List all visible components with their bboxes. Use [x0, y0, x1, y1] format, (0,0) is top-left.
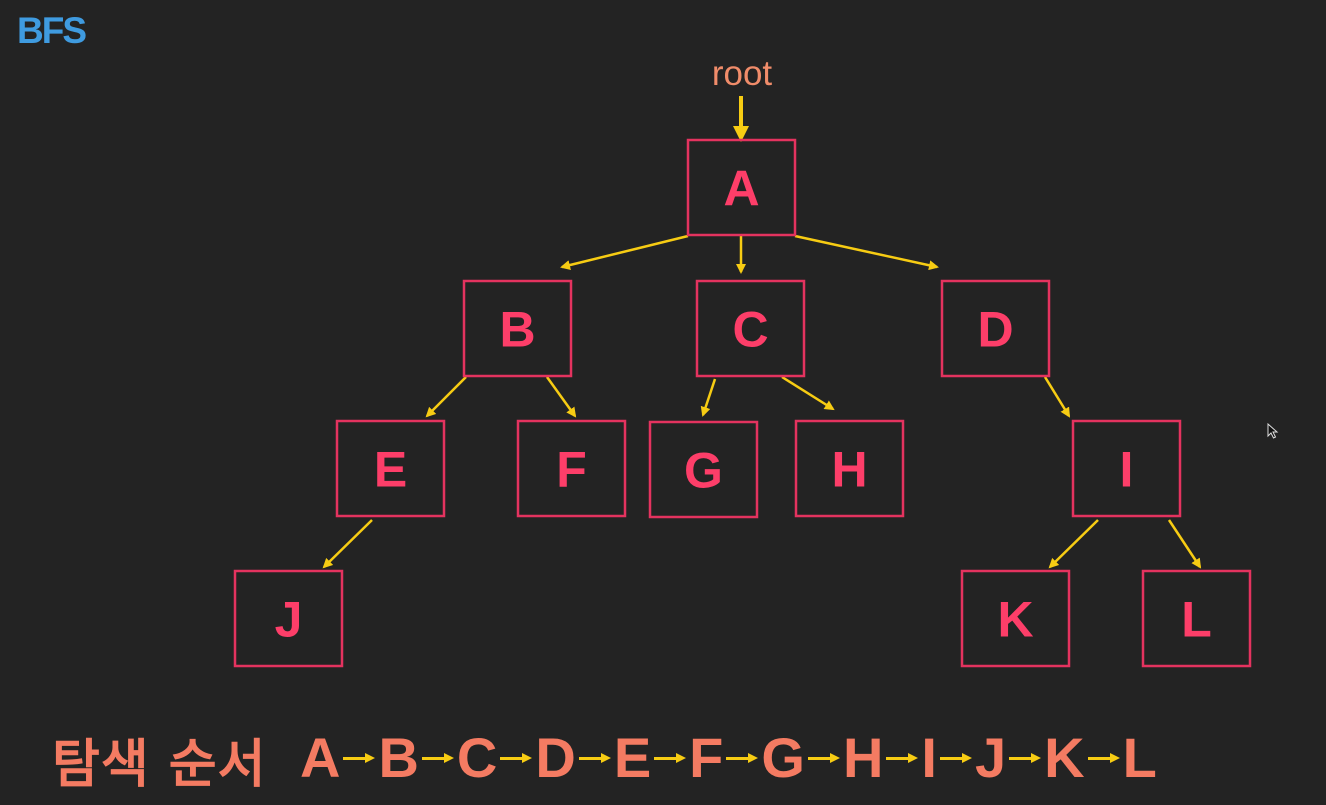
edge-c-g	[700, 378, 717, 417]
node-label: H	[831, 442, 867, 498]
edge-i-k	[1048, 519, 1099, 569]
order-step: J	[974, 726, 1007, 789]
node-box	[940, 279, 1051, 378]
node-label: J	[275, 592, 303, 648]
root-label: root	[711, 54, 773, 93]
node-box	[335, 419, 446, 518]
edge-d-i	[1043, 376, 1071, 418]
order-arrow-icon	[726, 751, 759, 765]
order-arrow-icon	[939, 751, 972, 765]
edge-a-d	[794, 234, 939, 271]
order-step: G	[761, 726, 805, 789]
order-step: E	[613, 726, 652, 789]
node-box	[1141, 569, 1252, 668]
order-arrow-icon	[886, 751, 919, 765]
node-l: L	[1141, 569, 1252, 668]
order-step: H	[842, 726, 884, 789]
tree-diagram: A B C D E F G H I J K L	[233, 96, 1252, 668]
node-k: K	[960, 569, 1071, 668]
order-arrow-icon	[343, 751, 376, 765]
node-box	[960, 569, 1071, 668]
node-box	[794, 419, 905, 518]
order-arrow-icon	[578, 751, 611, 765]
node-f: F	[516, 419, 627, 518]
node-box	[462, 279, 573, 378]
order-arrow-icon	[421, 751, 454, 765]
node-label: A	[723, 161, 759, 217]
node-label: I	[1120, 442, 1134, 498]
node-box	[233, 569, 344, 668]
node-b: B	[462, 279, 573, 378]
node-d: D	[940, 279, 1051, 378]
node-label: D	[977, 302, 1013, 358]
node-label: K	[997, 592, 1033, 648]
order-step: A	[300, 726, 341, 789]
node-j: J	[233, 569, 344, 668]
order-arrow-icon	[654, 751, 687, 765]
node-c: C	[695, 279, 806, 378]
order-arrow-icon	[500, 751, 533, 765]
node-a: A	[686, 138, 797, 237]
edge-b-f	[545, 376, 577, 418]
node-e: E	[335, 419, 446, 518]
nodes-layer: A B C D E F G H I J K L	[233, 138, 1252, 668]
order-step: I	[921, 726, 937, 789]
node-i: I	[1071, 419, 1182, 518]
node-g: G	[648, 420, 759, 519]
edges-layer	[322, 234, 1202, 569]
edge-e-j	[322, 519, 373, 569]
node-box	[695, 279, 806, 378]
node-box	[516, 419, 627, 518]
order-step: D	[535, 726, 576, 789]
order-step: F	[689, 726, 724, 789]
node-box	[686, 138, 797, 237]
node-label: C	[732, 302, 768, 358]
edge-c-h	[781, 375, 835, 411]
order-arrow-icon	[807, 751, 840, 765]
order-step: K	[1044, 726, 1085, 789]
order-arrow-icon	[1087, 751, 1120, 765]
node-label: B	[499, 302, 535, 358]
node-label: F	[556, 442, 587, 498]
node-box	[1071, 419, 1182, 518]
order-step: C	[456, 726, 498, 789]
order-step: B	[378, 726, 419, 789]
node-box	[648, 420, 759, 519]
edge-a-b	[560, 234, 689, 270]
order-step: L	[1122, 726, 1157, 789]
node-label: E	[374, 442, 407, 498]
page-title: BFS	[17, 10, 87, 51]
order-label: 탐색 순서	[52, 735, 267, 795]
node-h: H	[794, 419, 905, 518]
order-arrow-icon	[1009, 751, 1042, 765]
edge-b-e	[425, 376, 467, 418]
node-label: G	[684, 443, 723, 499]
edge-i-l	[1167, 519, 1202, 569]
node-label: L	[1181, 592, 1212, 648]
mouse-pointer-icon	[1267, 423, 1279, 439]
